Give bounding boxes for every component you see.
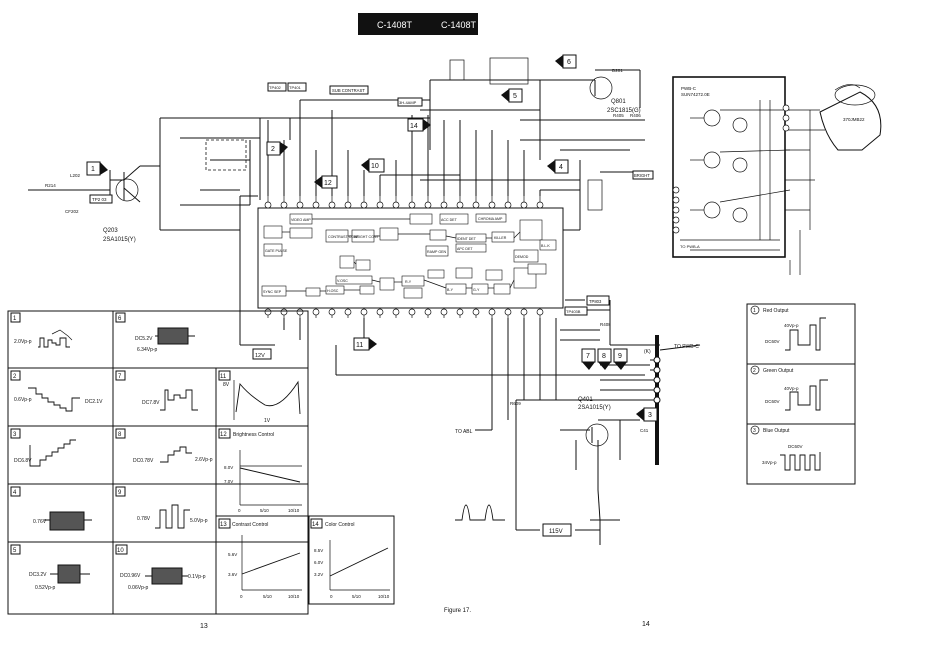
q801-part: 2SC1815(G) — [607, 108, 641, 114]
pwb-c-label: PWB-C — [681, 86, 697, 91]
to-abl-label: TO ABL — [455, 429, 473, 435]
ic-block-gate-pulse: GATE PULSE — [265, 249, 288, 253]
c41-label: C41 — [640, 428, 649, 433]
header-bar: C-1408T C-1408T — [358, 13, 478, 35]
tp402-label: TP402 — [269, 85, 282, 90]
svg-text:6: 6 — [567, 59, 571, 66]
q801-transistor: Q801 2SC1815(G) — [589, 76, 641, 114]
svg-text:11: 11 — [356, 342, 363, 349]
svg-text:9: 9 — [618, 353, 622, 360]
svg-text:5: 5 — [513, 93, 517, 100]
marker-14: 14 — [407, 118, 431, 132]
svg-text:2: 2 — [271, 146, 275, 153]
tp803-label: TP803 — [589, 299, 602, 304]
k-connector: (K) TO PWB-C — [644, 335, 701, 465]
ic-block-apc-det: APC DET — [457, 247, 473, 251]
k-conn-label: (K) — [644, 349, 651, 355]
svg-text:14: 14 — [410, 123, 418, 130]
q801-ref: Q801 — [611, 99, 626, 105]
ic-block-g-y: G-Y — [473, 288, 480, 292]
ic-block-killer: KILLER — [494, 236, 507, 240]
r405-label: R405 — [613, 113, 624, 118]
marker-4: 4 — [547, 159, 569, 174]
sub-contrast-label: SUB CONTRAST — [332, 88, 365, 93]
ic-block-ident-det: IDENT DET — [457, 237, 477, 241]
header-model-right: C-1408T — [441, 20, 477, 30]
ic-block-v-osc: V.OSC — [337, 279, 348, 283]
marker-5: 5 — [501, 88, 523, 103]
marker-6: 6 — [555, 54, 577, 69]
d201-label: D201 — [612, 68, 623, 73]
ic-block-video-amp: VIDEO AMP — [291, 218, 311, 222]
marker-3: 3 — [636, 407, 658, 422]
q203-transistor: Q203 2SA1015(Y) — [103, 178, 139, 243]
ic-block-demod: DEMOD — [515, 255, 529, 259]
to-pwb-c-label: TO PWB-C — [674, 344, 699, 350]
r609-label: R609 — [510, 401, 521, 406]
svg-text:1: 1 — [91, 166, 95, 173]
crt-label: 370JMB22 — [843, 117, 865, 122]
3h-4amp-label: 3H-4AMP — [399, 100, 417, 105]
ic-block-r-y: R-Y — [405, 280, 412, 284]
ic-block-contrast: CONTRAST CONT — [328, 235, 360, 239]
ic-block-h-osc: H.OSC — [327, 289, 339, 293]
abl-waveform — [455, 504, 505, 521]
q401-ref: Q401 — [578, 397, 593, 403]
115v-label: 115V — [549, 529, 563, 535]
main-ic: VIDEO AMP CONTRAST CONT BRIGHT CONT GATE… — [257, 196, 564, 318]
svg-text:7: 7 — [586, 353, 590, 360]
crt-tube: 370JMB22 — [819, 84, 882, 151]
r408-label: R408 — [600, 322, 611, 327]
cf202-label: CF202 — [65, 209, 79, 214]
q203-part: 2SA1015(Y) — [103, 237, 136, 243]
q401-part: 2SA1015(Y) — [578, 405, 611, 411]
video-wiring — [28, 69, 660, 545]
tp203-label: TP2 03 — [92, 197, 107, 202]
bright-label: BRIGHT — [634, 173, 650, 178]
12v-label: 12V — [255, 353, 265, 359]
page-number-left: 13 — [200, 623, 208, 630]
svg-text:12: 12 — [324, 180, 332, 187]
ic-block-acc-det: ACC DET — [441, 218, 458, 222]
ic-block-chroma-amp: CHROMA AMP — [478, 217, 503, 221]
svg-text:3: 3 — [648, 412, 652, 419]
ic-block-ramp-gen: RAMP GEN — [427, 250, 447, 254]
ic-block-sync-sep: SYNC SEP — [263, 290, 282, 294]
q401-transistor: Q401 2SA1015(Y) — [578, 397, 611, 447]
marker-2: 2 — [266, 141, 288, 156]
r214-label: R214 — [45, 183, 56, 188]
marker-1: 1 — [86, 161, 108, 176]
ic-block-bright: BRIGHT CONT — [354, 235, 379, 239]
schematic-markers: 1 2 3 4 5 6 7 8 9 10 11 12 14 — [86, 54, 658, 422]
svg-text:10: 10 — [371, 163, 379, 170]
marker-8: 8 — [597, 348, 612, 370]
marker-7: 7 — [581, 348, 596, 370]
marker-12: 12 — [314, 175, 338, 189]
marker-10: 10 — [361, 158, 385, 173]
to-pwb-a-label: TO PWB-A — [680, 244, 700, 249]
figure-caption: Figure 17. — [444, 608, 471, 614]
pwb-part-label: SUN74272.0E — [681, 92, 710, 97]
q203-ref: Q203 — [103, 228, 118, 234]
tp403b-label: TP403B — [566, 309, 581, 314]
r406-label: R406 — [630, 113, 641, 118]
l202-label: L202 — [70, 173, 81, 178]
svg-text:4: 4 — [559, 164, 563, 171]
ic-block-b-y: B-Y — [447, 288, 454, 292]
page-number-right: 14 — [642, 621, 650, 628]
svg-text:8: 8 — [602, 353, 606, 360]
pwb-c-board: PWB-C SUN74272.0E TO PWB-A — [672, 76, 825, 275]
ic-block-blk: B.L.K — [541, 244, 550, 248]
header-model-left: C-1408T — [377, 20, 413, 30]
marker-9: 9 — [613, 348, 628, 370]
marker-11: 11 — [353, 337, 377, 351]
tp401-label: TP401 — [289, 85, 302, 90]
